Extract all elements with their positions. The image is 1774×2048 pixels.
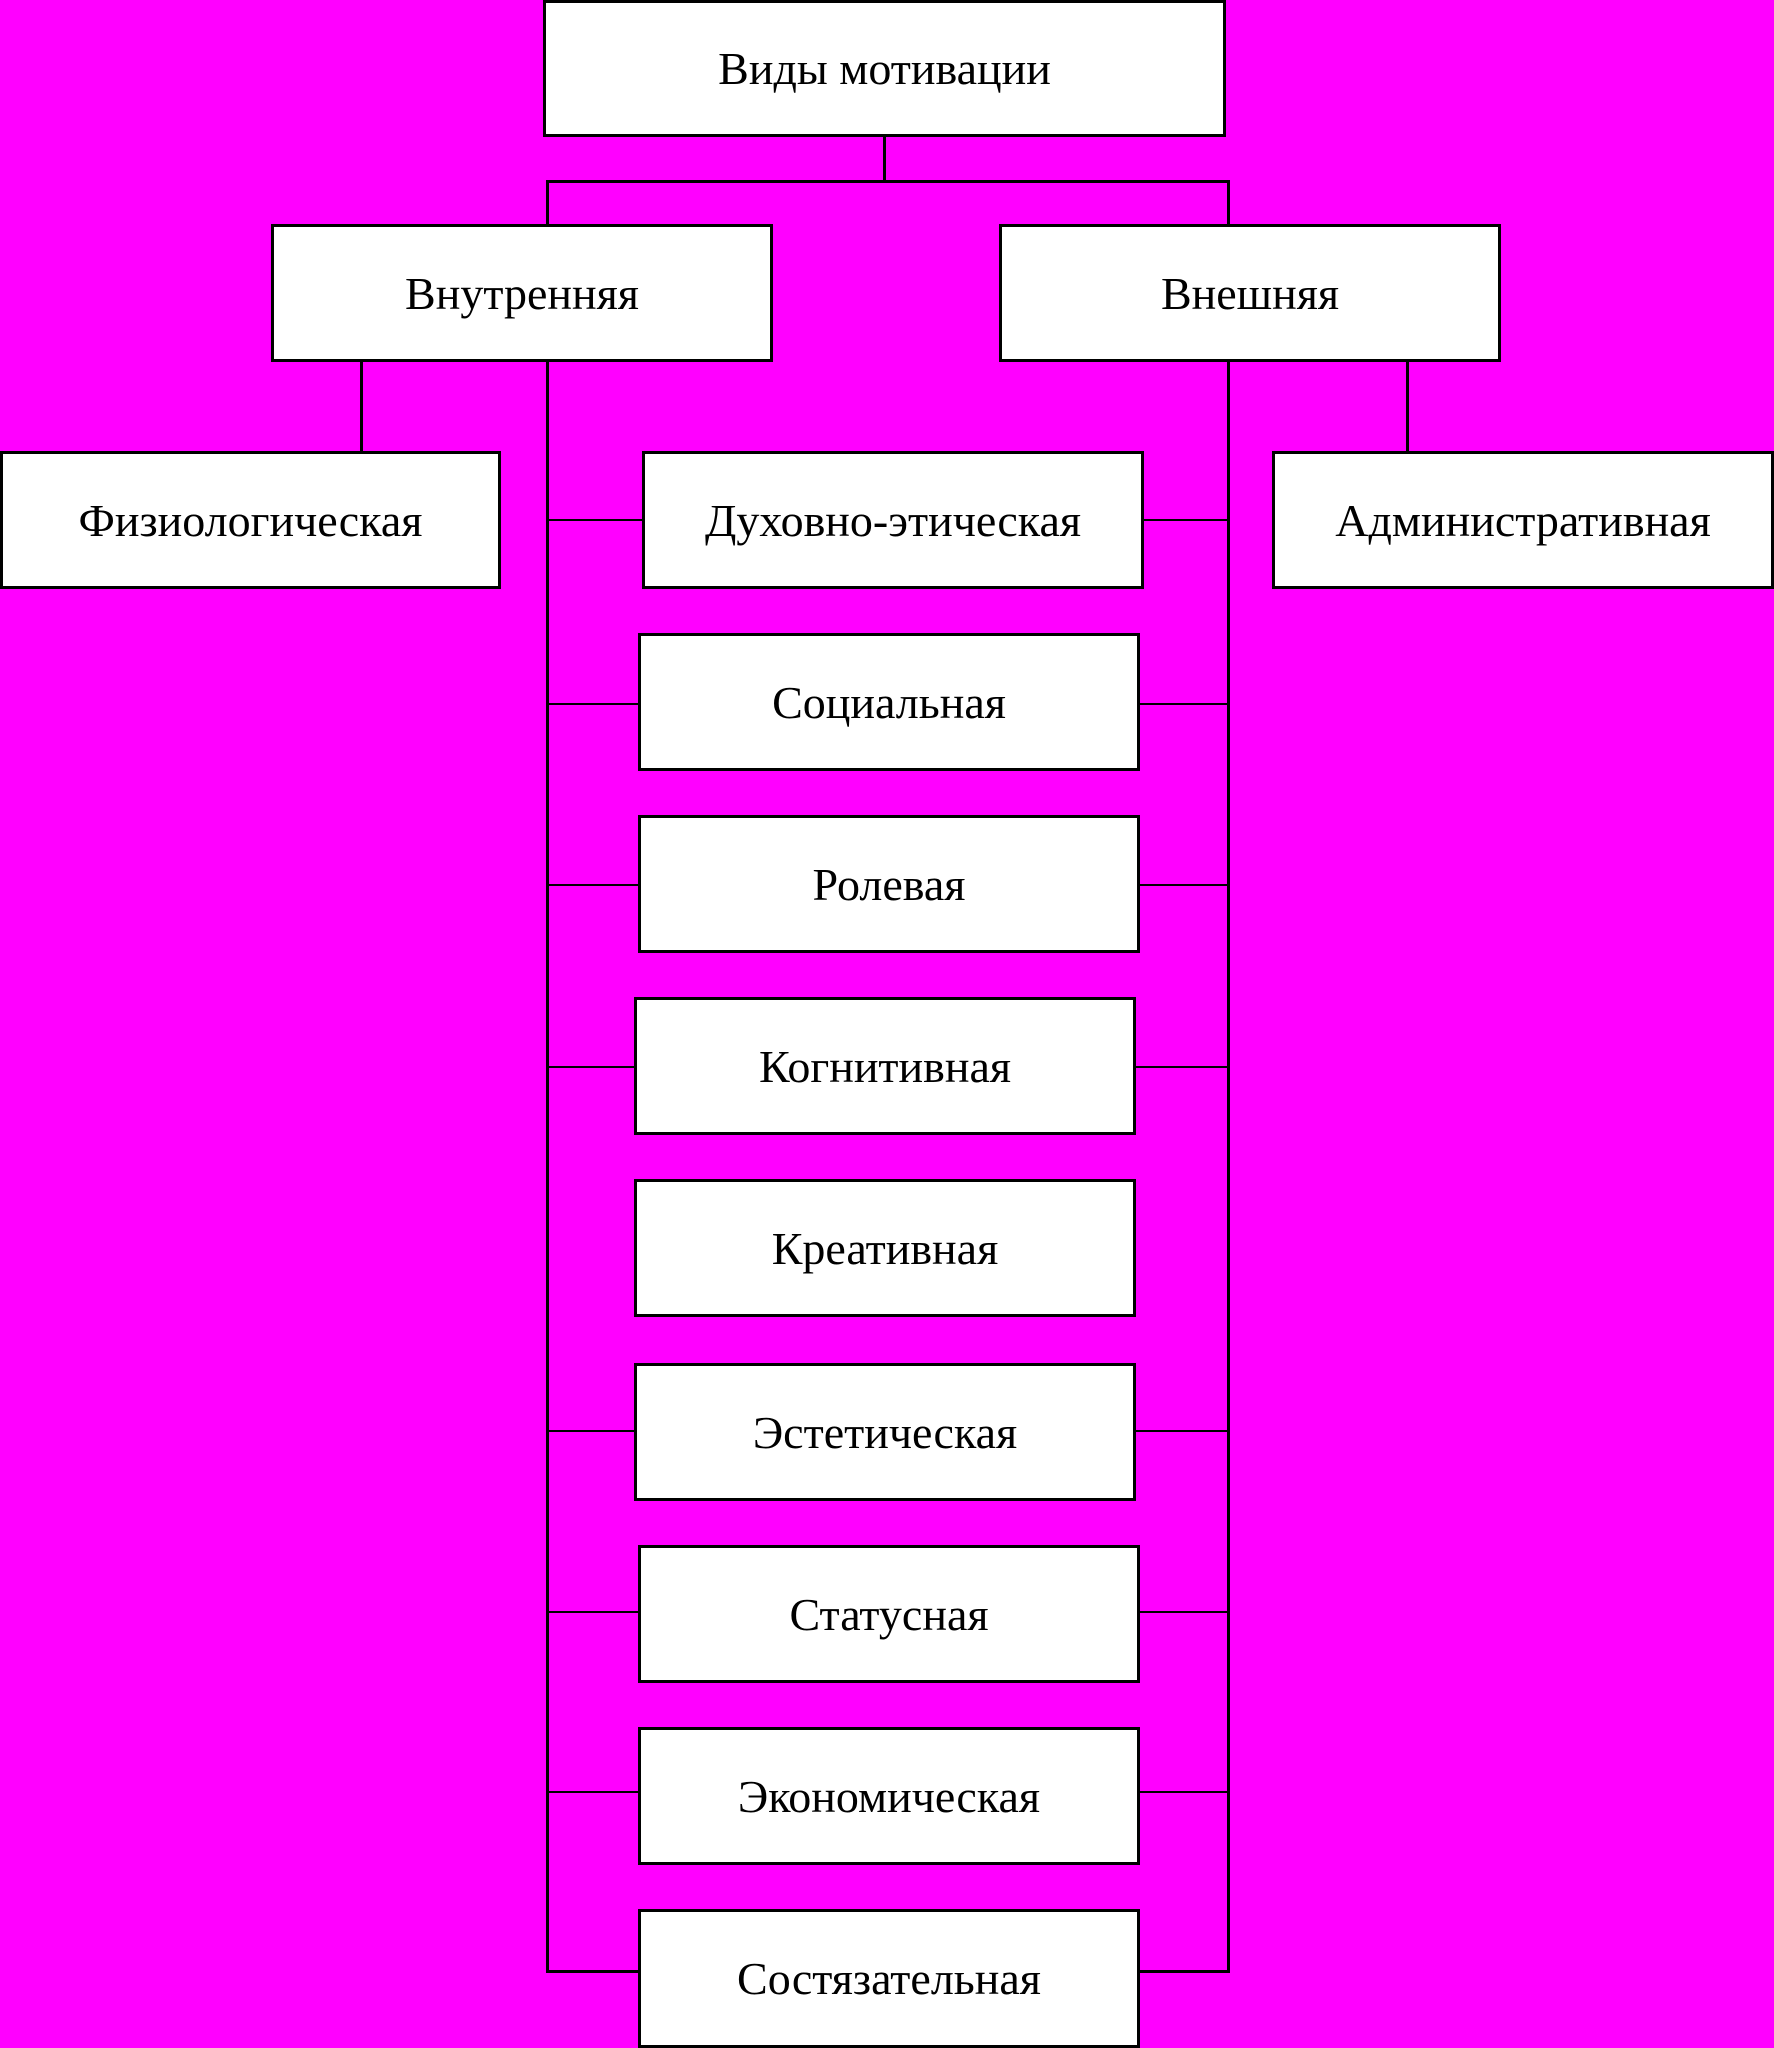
- rail-external: [1227, 360, 1230, 1973]
- rail-internal: [546, 360, 549, 1973]
- connector-internal-to-physiological: [360, 360, 363, 453]
- leaf-shared: Экономическая: [638, 1727, 1140, 1865]
- tick-left-1: [546, 519, 642, 521]
- branch-internal-label: Внутренняя: [405, 267, 639, 319]
- leaf-shared: Креативная: [634, 1179, 1136, 1317]
- leaf-label: Когнитивная: [758, 1040, 1012, 1092]
- branch-external-label: Внешняя: [1160, 267, 1340, 319]
- leaf-label: Креативная: [771, 1222, 999, 1274]
- leaf-shared: Социальная: [638, 633, 1140, 771]
- tick-left-9: [546, 1970, 638, 1973]
- tick-left-2: [546, 703, 638, 705]
- tick-left-6: [546, 1430, 634, 1432]
- tick-right-8: [1139, 1791, 1227, 1793]
- connector-to-external: [1227, 180, 1230, 226]
- connector-root-down: [883, 135, 886, 183]
- leaf-label: Эстетическая: [752, 1406, 1018, 1458]
- leaf-physiological-label: Физиологическая: [78, 494, 423, 546]
- tick-right-4: [1135, 1066, 1227, 1068]
- tick-left-7: [546, 1611, 638, 1613]
- leaf-shared: Состязательная: [638, 1909, 1140, 2048]
- leaf-label: Духовно-этическая: [704, 494, 1082, 546]
- tick-left-8: [546, 1791, 638, 1793]
- tick-right-7: [1139, 1611, 1227, 1613]
- connector-to-internal: [546, 180, 549, 226]
- root-label: Виды мотивации: [718, 43, 1051, 94]
- leaf-shared: Статусная: [638, 1545, 1140, 1683]
- leaf-label: Экономическая: [737, 1770, 1041, 1822]
- tick-right-1: [1143, 519, 1227, 521]
- tick-right-6: [1135, 1430, 1227, 1432]
- leaf-label: Ролевая: [812, 858, 966, 910]
- leaf-shared: Эстетическая: [634, 1363, 1136, 1501]
- tick-right-9: [1139, 1970, 1227, 1973]
- leaf-label: Социальная: [772, 676, 1006, 728]
- leaf-physiological: Физиологическая: [0, 451, 501, 589]
- connector-branch-bar: [546, 180, 1230, 183]
- root-node: Виды мотивации: [543, 0, 1226, 137]
- tick-right-2: [1139, 703, 1227, 705]
- leaf-administrative-label: Административная: [1335, 494, 1711, 546]
- leaf-label: Состязательная: [737, 1953, 1041, 2004]
- tick-right-3: [1139, 884, 1227, 886]
- connector-external-to-administrative: [1406, 360, 1409, 453]
- tick-left-3: [546, 884, 638, 886]
- leaf-shared: Ролевая: [638, 815, 1140, 953]
- leaf-administrative: Административная: [1272, 451, 1774, 589]
- branch-internal: Внутренняя: [271, 224, 773, 362]
- tick-left-4: [546, 1066, 634, 1068]
- leaf-label: Статусная: [789, 1588, 989, 1640]
- leaf-shared: Духовно-этическая: [642, 451, 1144, 589]
- branch-external: Внешняя: [999, 224, 1501, 362]
- leaf-shared: Когнитивная: [634, 997, 1136, 1135]
